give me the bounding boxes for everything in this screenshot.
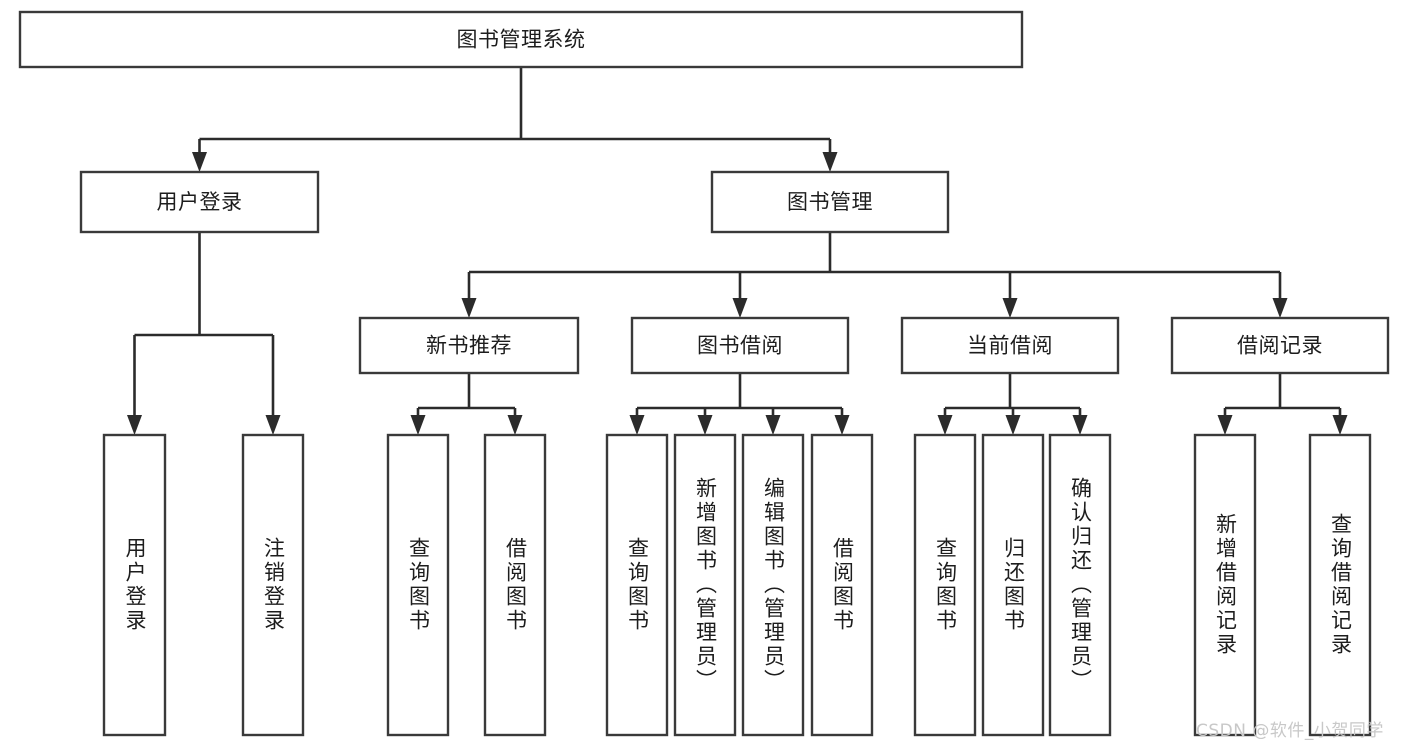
level2-node-1-box[interactable] [710,170,950,234]
level3-node-2-label: 当前借阅 [967,334,1053,358]
root-node-box[interactable] [18,10,1024,69]
leaf-node-11-box[interactable] [1193,433,1257,737]
leaf-node-1-box[interactable] [241,433,305,737]
edge-新书推荐-1-arrowhead [507,415,523,435]
level2-node-0-box[interactable] [79,170,320,234]
leaf-node-9-box[interactable] [981,433,1045,737]
edge-books-0-arrowhead [461,298,477,318]
leaf-node-3-box[interactable] [483,433,547,737]
leaf-node-7-box[interactable] [810,433,874,737]
leaf-node-4-box[interactable] [605,433,669,737]
csdn-watermark: CSDN @软件_小贺同学 [1196,721,1384,741]
edge-books-1-arrowhead [732,298,748,318]
edge-root-1-arrowhead [822,152,838,172]
edge-新书推荐-0-arrowhead [410,415,426,435]
level2-node-0-label: 用户登录 [157,190,243,214]
edge-借阅记录-1-arrowhead [1332,415,1348,435]
edge-books-2-arrowhead [1002,298,1018,318]
root-node-label: 图书管理系统 [457,28,586,52]
level3-node-0-box[interactable] [358,316,580,375]
edge-当前借阅-1-arrowhead [1005,415,1021,435]
level3-node-3-box[interactable] [1170,316,1390,375]
edge-图书借阅-2-arrowhead [765,415,781,435]
edge-图书借阅-0-arrowhead [629,415,645,435]
edge-图书借阅-3-arrowhead [834,415,850,435]
level3-node-2-box[interactable] [900,316,1120,375]
edge-当前借阅-2-arrowhead [1072,415,1088,435]
leaf-node-2-box[interactable] [386,433,450,737]
level2-node-1-label: 图书管理 [787,190,873,214]
level3-node-0-label: 新书推荐 [426,334,512,358]
edge-books-3-arrowhead [1272,298,1288,318]
connectors-layer [127,67,1348,435]
leaf-node-6-box[interactable] [741,433,805,737]
edge-用户登录-1-arrowhead [265,415,281,435]
edge-当前借阅-0-arrowhead [937,415,953,435]
leaf-node-8-box[interactable] [913,433,977,737]
leaf-node-5-box[interactable] [673,433,737,737]
leaf-node-12-box[interactable] [1308,433,1372,737]
edge-root-0-arrowhead [192,152,207,172]
edge-用户登录-0-arrowhead [127,415,142,435]
level3-node-1-box[interactable] [630,316,850,375]
leaf-node-10-box[interactable] [1048,433,1112,737]
level3-node-3-label: 借阅记录 [1237,334,1323,358]
edge-借阅记录-0-arrowhead [1217,415,1233,435]
level3-node-1-label: 图书借阅 [697,334,783,358]
edge-图书借阅-1-arrowhead [697,415,713,435]
leaf-node-0-box[interactable] [102,433,167,737]
